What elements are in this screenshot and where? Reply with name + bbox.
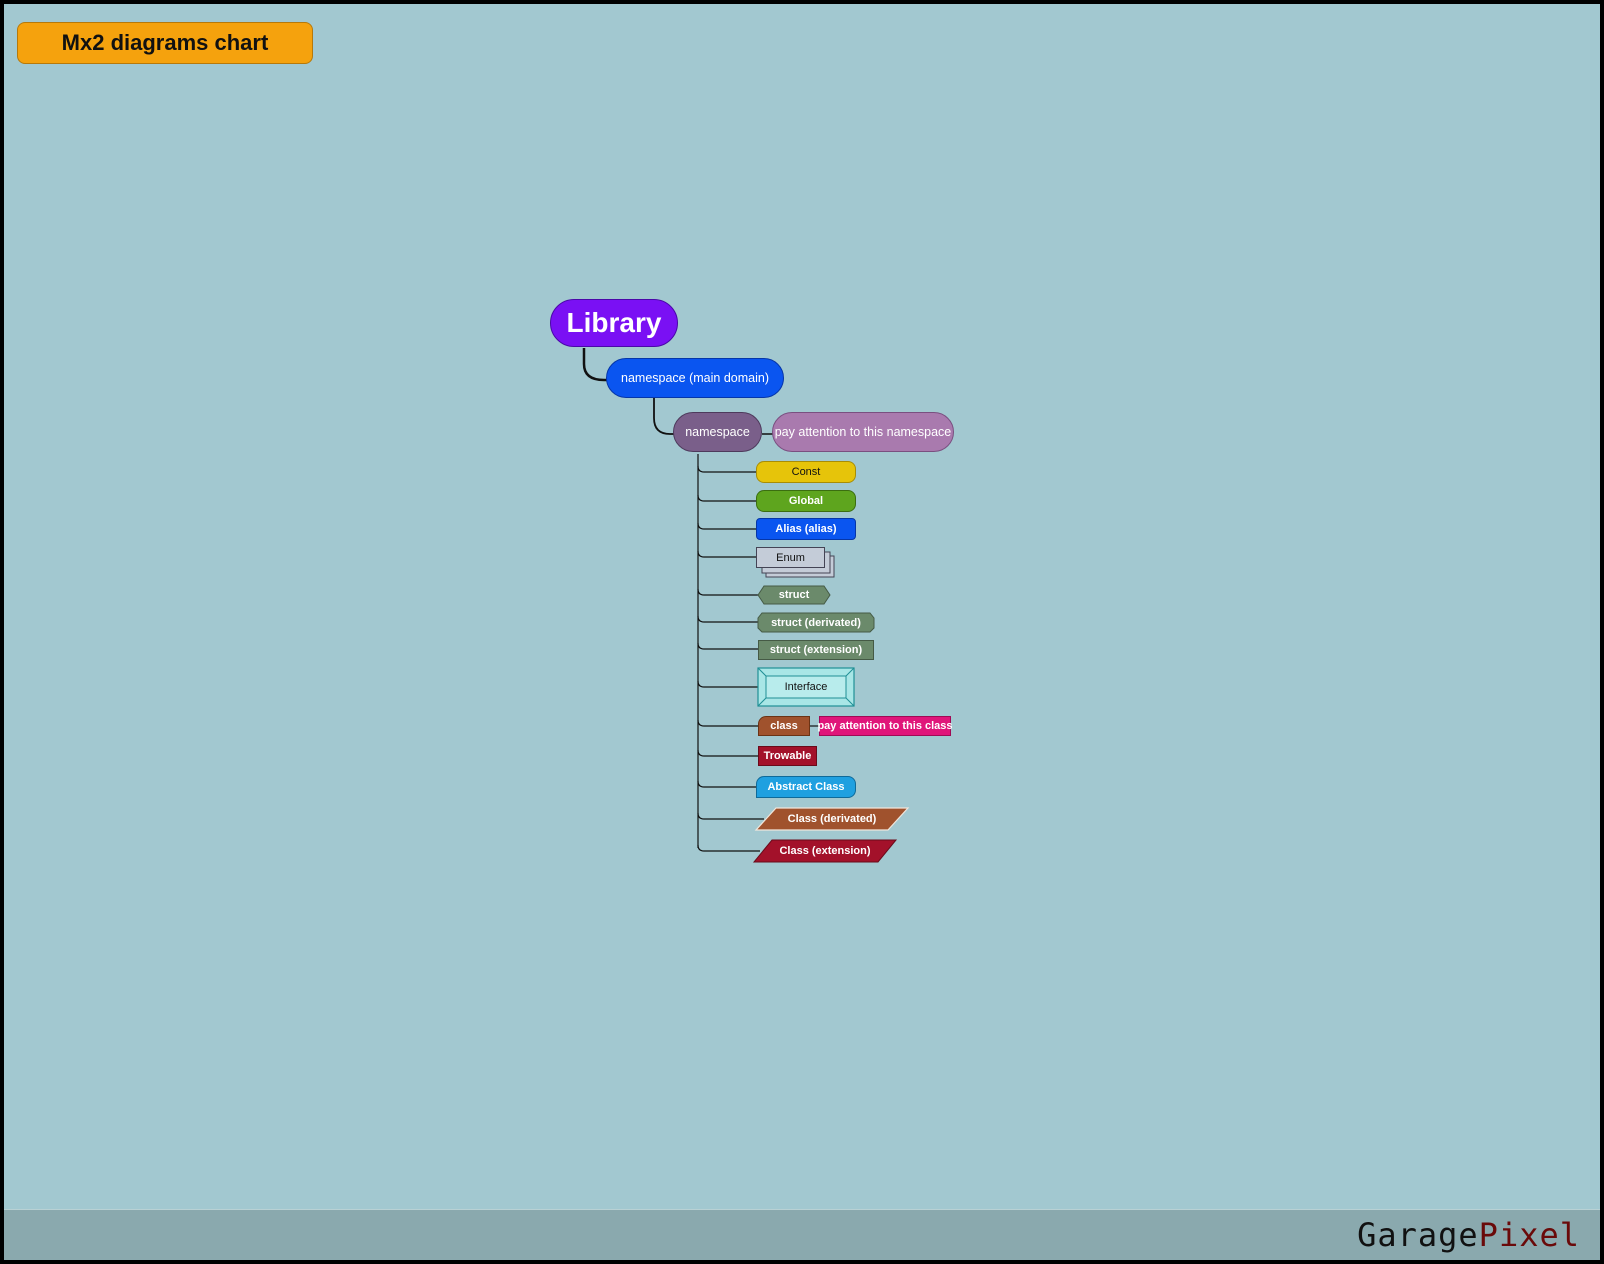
connector-namespace-main-namespace <box>653 398 676 435</box>
node-class-note[interactable]: pay attention to this class <box>817 716 953 736</box>
footer-bar: GaragePixel <box>4 1209 1600 1260</box>
node-interface[interactable]: Interface <box>784 681 828 693</box>
node-alias[interactable]: Alias (alias) <box>756 518 856 540</box>
node-class[interactable]: class <box>758 716 810 736</box>
connector-branches <box>697 465 764 852</box>
class-derivated-shape <box>754 807 910 831</box>
node-global[interactable]: Global <box>756 490 856 512</box>
node-const[interactable]: Const <box>756 461 856 483</box>
node-abstract-class[interactable]: Abstract Class <box>756 776 856 798</box>
node-namespace-main[interactable]: namespace (main domain) <box>606 358 784 398</box>
node-library[interactable]: Library <box>550 299 678 347</box>
page-title: Mx2 diagrams chart <box>17 22 313 64</box>
node-class-extension[interactable]: Class (extension) <box>779 845 871 857</box>
class-extension-shape <box>752 839 898 863</box>
node-namespace[interactable]: namespace <box>673 412 762 452</box>
diagram-connectors <box>582 348 910 863</box>
node-struct-derivated[interactable]: struct (derivated) <box>771 616 861 629</box>
node-enum[interactable]: Enum <box>756 547 825 568</box>
struct-derivated-shape <box>757 612 875 633</box>
node-namespace-note[interactable]: pay attention to this namespace <box>772 412 954 452</box>
node-struct-extension[interactable]: struct (extension) <box>758 640 874 660</box>
node-struct[interactable]: struct <box>778 589 810 601</box>
node-trowable[interactable]: Trowable <box>758 746 817 766</box>
brand-part-2: Pixel <box>1478 1216 1580 1254</box>
interface-shape <box>757 667 855 707</box>
brand-part-1: Garage <box>1357 1216 1479 1254</box>
connector-library-namespace-main <box>582 348 610 382</box>
brand-logo: GaragePixel <box>1357 1216 1580 1254</box>
struct-shape <box>757 585 831 605</box>
node-class-derivated[interactable]: Class (derivated) <box>787 813 877 825</box>
